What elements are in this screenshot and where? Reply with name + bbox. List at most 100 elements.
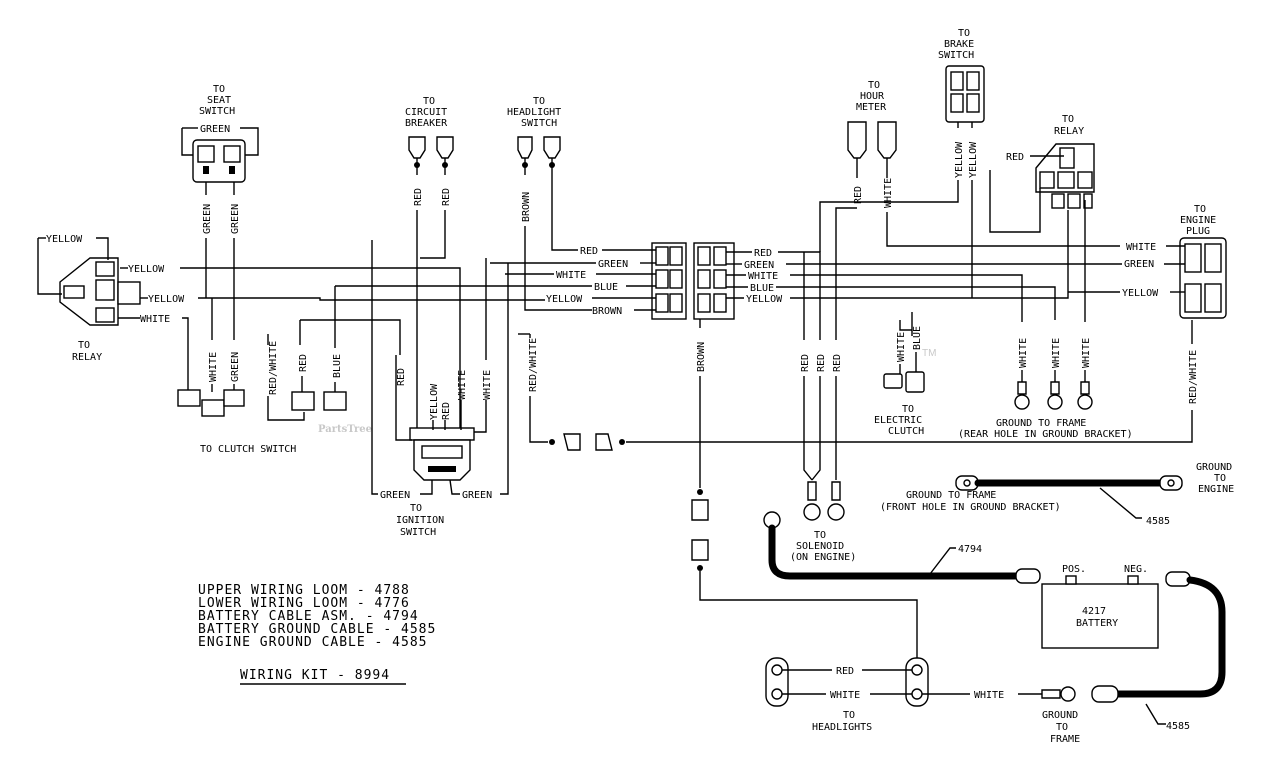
rw-red-label: RED	[298, 354, 309, 372]
relay-left	[59, 257, 141, 326]
to-relay-left-l2: RELAY	[72, 352, 102, 363]
rw-blue-label: BLUE	[332, 354, 343, 378]
solenoid-rings	[803, 481, 845, 521]
hl-white-label: WHITE	[748, 271, 778, 282]
brake-switch-connector	[945, 65, 985, 123]
brake-yellow-2-label: YELLOW	[968, 141, 979, 178]
ep-white-label: WHITE	[1126, 242, 1156, 253]
to-engine-plug-l1: TO	[1194, 204, 1206, 215]
to-seat-switch-l1: TO	[213, 84, 225, 95]
part-4794: 4794	[958, 544, 982, 555]
ign-yellow-label: YELLOW	[429, 383, 440, 420]
relay-top	[1035, 143, 1095, 209]
gf-rear-l2: (REAR HOLE IN GROUND BRACKET)	[958, 429, 1133, 440]
yellow-left-loop-label: YELLOW	[46, 234, 83, 245]
battery	[1041, 575, 1159, 649]
battery-part-label: 4217	[1082, 606, 1106, 617]
brake-yellow-1-label: YELLOW	[954, 141, 965, 178]
to-circuit-breaker-l3: BREAKER	[405, 118, 448, 129]
to-seat-switch-l2: SEAT	[207, 95, 231, 106]
brown-down-label: BROWN	[696, 342, 707, 372]
hl-yellow-label: YELLOW	[746, 294, 783, 305]
to-relay-top-l2: RELAY	[1054, 126, 1084, 137]
hour-meter-terminals	[847, 121, 897, 159]
to-ec-l1: TO	[902, 404, 914, 415]
to-brake-l2: BRAKE	[944, 39, 974, 50]
hu-white-label: WHITE	[556, 270, 586, 281]
cb-red-2-label: RED	[441, 188, 452, 206]
sol-red-3-label: RED	[832, 354, 843, 372]
battery-neg-label: NEG.	[1124, 564, 1148, 575]
ign-white-2-label: WHITE	[482, 370, 493, 400]
seat-green-1-label: GREEN	[202, 204, 213, 234]
hu-brown-label: BROWN	[592, 306, 622, 317]
clutch-white-label: WHITE	[208, 352, 219, 382]
to-headlight-switch-l2: HEADLIGHT	[507, 107, 561, 118]
ep-yellow-label: YELLOW	[1122, 288, 1159, 299]
ign-green-right-label: GREEN	[462, 490, 492, 501]
seat-switch-connector	[192, 139, 246, 183]
gf-rear-l1: GROUND TO FRAME	[996, 418, 1086, 429]
to-solenoid-l2: SOLENOID	[796, 541, 844, 552]
white-relay-label: WHITE	[140, 314, 170, 325]
ground-engine-l1: GROUND	[1196, 462, 1232, 473]
engine-plug	[1179, 237, 1227, 319]
battery-ground-cable	[1091, 571, 1226, 703]
battery-name-label: BATTERY	[1076, 618, 1118, 629]
headlight-white-label: WHITE	[830, 690, 860, 701]
to-solenoid-l1: TO	[814, 530, 826, 541]
ign-red-2-label: RED	[441, 402, 452, 420]
gf-white-1-label: WHITE	[1018, 338, 1029, 368]
to-hour-meter-l1: TO	[868, 80, 880, 91]
to-seat-switch-l3: SWITCH	[199, 106, 235, 117]
to-engine-plug-l3: PLUG	[1186, 226, 1210, 237]
to-circuit-breaker-l1: TO	[423, 96, 435, 107]
ign-white-label: WHITE	[457, 370, 468, 400]
seat-green-loop-label: GREEN	[200, 124, 230, 135]
ground-frame-front-l2: (FRONT HOLE IN GROUND BRACKET)	[880, 502, 1061, 513]
to-ec-l3: CLUTCH	[888, 426, 924, 437]
to-brake-l3: SWITCH	[938, 50, 974, 61]
ground-white-label: WHITE	[974, 690, 1004, 701]
to-ec-l2: ELECTRIC	[874, 415, 922, 426]
to-brake-l1: TO	[958, 28, 970, 39]
cb-red-1-label: RED	[413, 188, 424, 206]
part-4585-top: 4585	[1146, 516, 1170, 527]
to-relay-left-l1: TO	[78, 340, 90, 351]
legend-line-4: BATTERY GROUND CABLE - 4585	[198, 622, 436, 637]
to-circuit-breaker-l2: CIRCUIT	[405, 107, 447, 118]
harness-connector-upper	[651, 242, 687, 320]
to-headlight-switch-l3: SWITCH	[521, 118, 557, 129]
ep-green-label: GREEN	[1124, 259, 1154, 270]
legend-line-5: ENGINE GROUND CABLE - 4585	[198, 635, 428, 650]
to-engine-plug-l2: ENGINE	[1180, 215, 1216, 226]
to-hour-meter-l3: METER	[856, 102, 887, 113]
hu-blue-label: BLUE	[594, 282, 618, 293]
ec-blue-label: BLUE	[912, 326, 923, 350]
ground-frame-front-l1: GROUND TO FRAME	[906, 490, 996, 501]
rw-engine-label: RED/WHITE	[1188, 350, 1199, 404]
legend-line-1: UPPER WIRING LOOM - 4788	[198, 583, 410, 598]
ground-engine-l2: TO	[1214, 473, 1226, 484]
seat-green-2-label: GREEN	[230, 204, 241, 234]
part-4585-bottom: 4585	[1166, 721, 1190, 732]
to-ignition-l3: SWITCH	[400, 527, 436, 538]
to-clutch-switch-label: TO CLUTCH SWITCH	[200, 444, 296, 455]
hu-yellow-label: YELLOW	[546, 294, 583, 305]
hu-red-label: RED	[580, 246, 598, 257]
gf-white-3-label: WHITE	[1081, 338, 1092, 368]
engine-ground-cable	[955, 475, 1183, 491]
hl-green-label: GREEN	[744, 260, 774, 271]
rw-right-label: RED/WHITE	[528, 338, 539, 392]
to-relay-top-l1: TO	[1062, 114, 1074, 125]
legend: UPPER WIRING LOOM - 4788 LOWER WIRING LO…	[198, 583, 436, 685]
headlight-red-label: RED	[836, 666, 854, 677]
to-solenoid-l3: (ON ENGINE)	[790, 552, 856, 563]
legend-line-3: BATTERY CABLE ASM. - 4794	[198, 609, 419, 624]
ign-red-label: RED	[396, 368, 407, 386]
sol-red-2-label: RED	[816, 354, 827, 372]
yellow-relay-mid-label: YELLOW	[148, 294, 185, 305]
ignition-aux-connector	[291, 391, 347, 411]
hu-green-label: GREEN	[598, 259, 628, 270]
